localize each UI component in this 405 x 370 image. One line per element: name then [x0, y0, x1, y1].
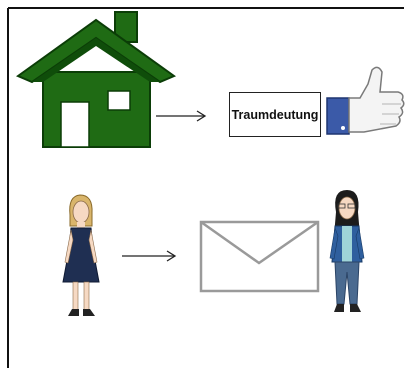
- envelope-icon: [199, 220, 320, 293]
- arrow-right-icon: [156, 110, 207, 122]
- house-icon: [15, 11, 177, 148]
- woman-character: [329, 190, 365, 312]
- traumdeutung-label: Traumdeutung: [231, 107, 319, 122]
- traumdeutung-box: Traumdeutung: [229, 92, 321, 137]
- thumbs-up-icon: [326, 66, 405, 135]
- panel-frame: [7, 7, 404, 368]
- girl-character: [62, 194, 100, 316]
- arrow-right-icon: [122, 250, 177, 262]
